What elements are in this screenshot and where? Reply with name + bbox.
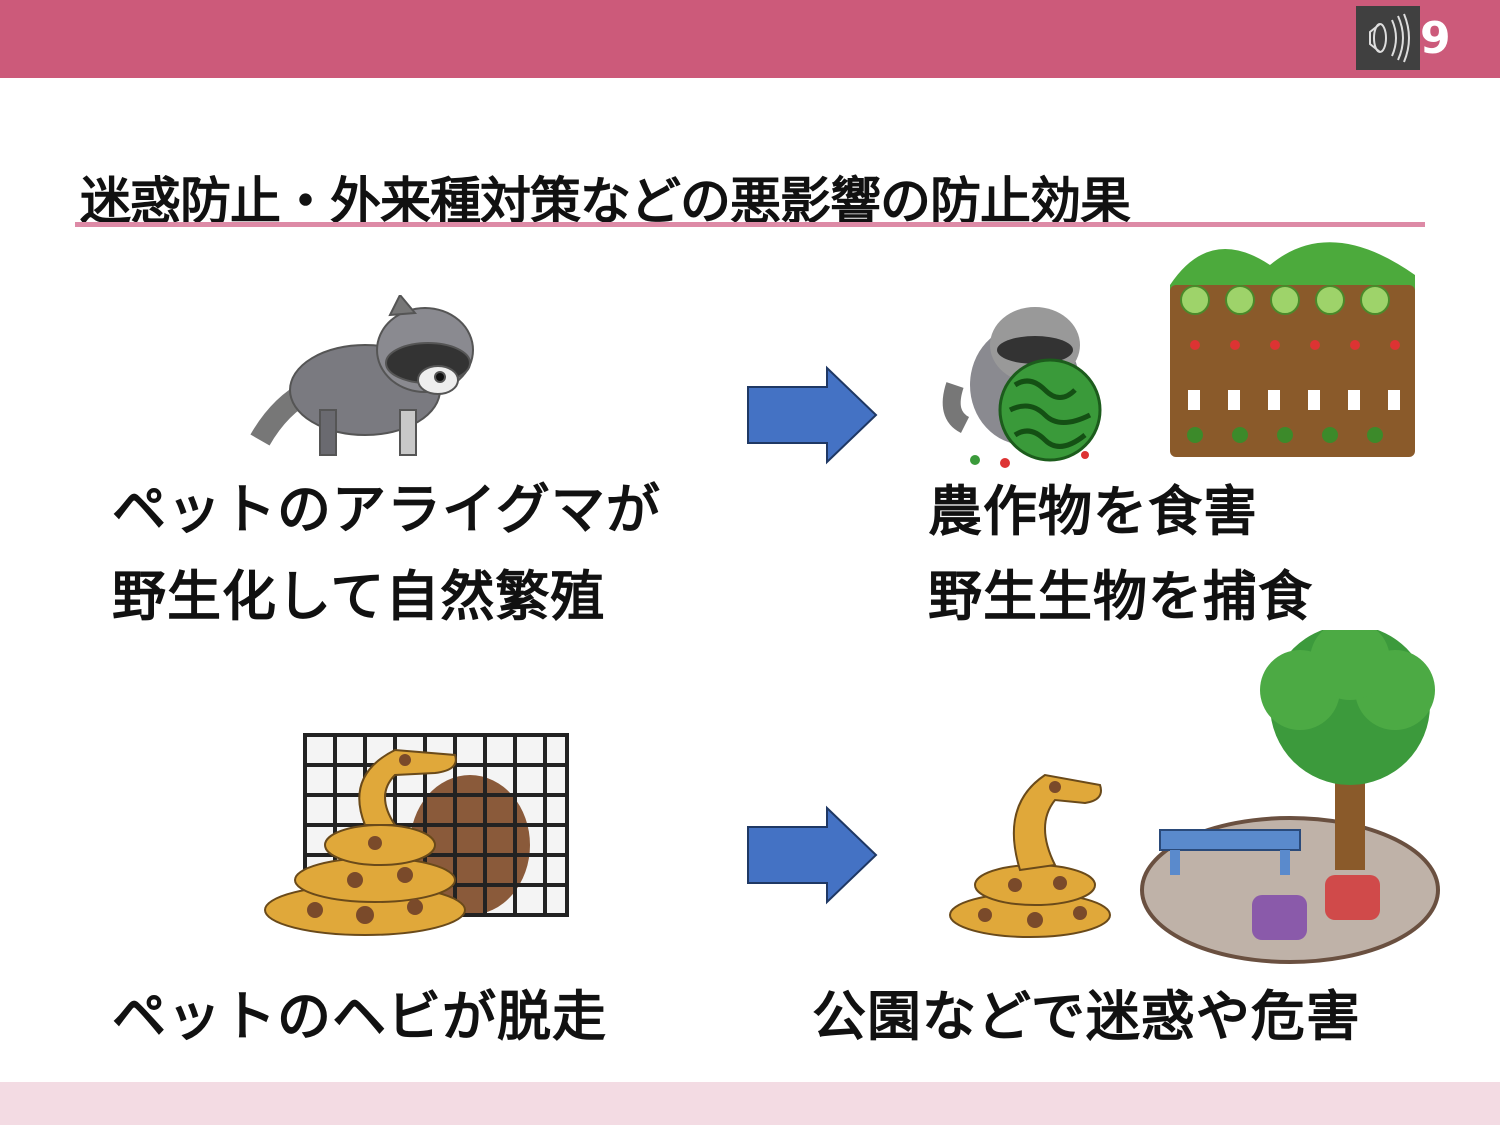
- arrow-right-icon: [747, 365, 878, 465]
- arrow-right-icon: [747, 805, 878, 905]
- cause-text-line: ペットのアライグマが: [112, 478, 661, 541]
- raccoon-eating-watermelon-illustration: [942, 307, 1102, 468]
- farm-field-illustration: [1170, 242, 1415, 457]
- speaker-icon[interactable]: [1356, 6, 1420, 70]
- cause-text-line: 野生化して自然繁殖: [112, 565, 606, 628]
- effect-text-line: 公園などで迷惑や危害: [812, 985, 1361, 1048]
- slide-footer-bar: [0, 1082, 1500, 1125]
- slide-header-bar: [0, 0, 1500, 78]
- title-underline: [75, 222, 1425, 227]
- snake-in-cage-illustration: [264, 733, 569, 936]
- effect-text-line: 農作物を食害: [928, 480, 1258, 543]
- cause-text-line: ペットのヘビが脱走: [112, 985, 607, 1048]
- effect-text-line: 野生生物を捕食: [928, 565, 1313, 628]
- page-number: 9: [1420, 13, 1451, 64]
- raccoon-illustration: [250, 295, 474, 456]
- park-illustration: [1140, 630, 1440, 964]
- snake-illustration: [949, 773, 1111, 938]
